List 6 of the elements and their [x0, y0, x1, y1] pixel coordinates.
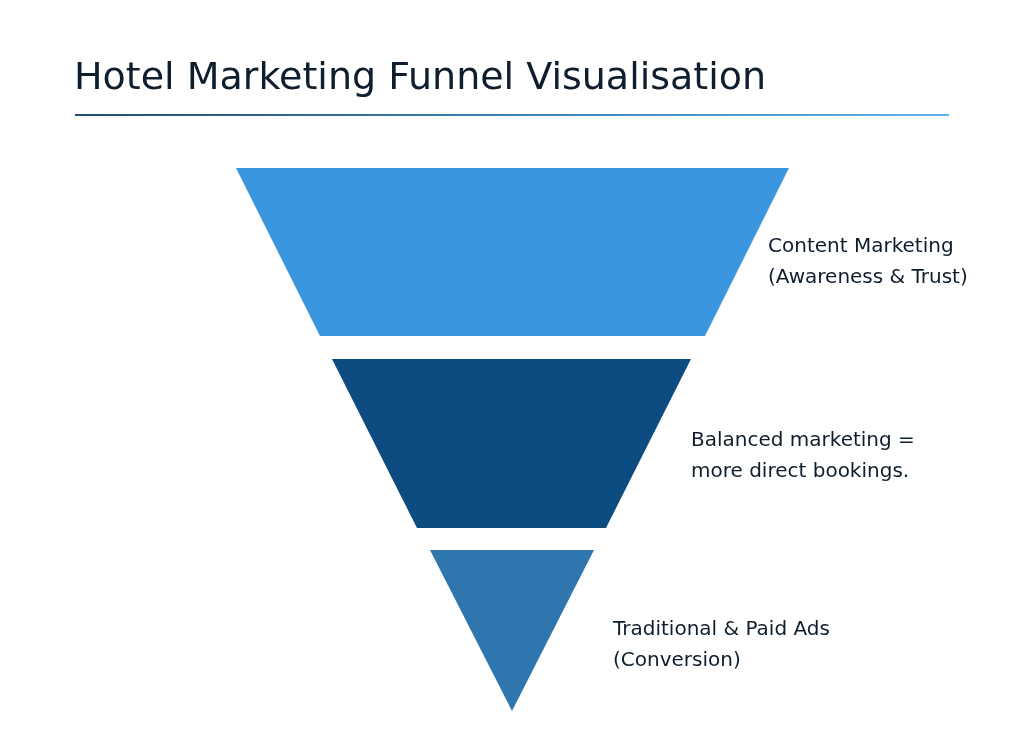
segment-caption: Traditional & Paid Ads (Conversion) — [613, 615, 831, 673]
funnel-segment — [430, 550, 594, 711]
segment-caption: Content Marketing (Awareness & Trust) — [768, 232, 969, 290]
segment-caption: Balanced marketing = more direct bookings. — [691, 426, 916, 484]
title: Hotel Marketing Funnel Visualisation — [74, 53, 767, 100]
funnel-segment — [332, 359, 691, 528]
